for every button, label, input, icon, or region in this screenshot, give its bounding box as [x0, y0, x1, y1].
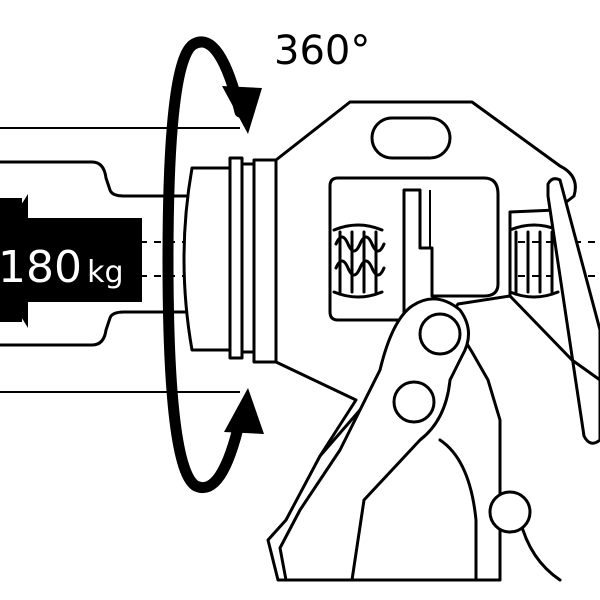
- spring-icon: [332, 223, 386, 299]
- pivot-middle: [392, 380, 436, 424]
- rotation-arrow-icon: [162, 36, 264, 493]
- rotation-label: 360°: [274, 28, 370, 74]
- spring-left: [332, 223, 386, 299]
- collar: [182, 156, 278, 364]
- rotation-arrow-head-top: [222, 86, 262, 134]
- force-arrow-icon: [0, 194, 142, 328]
- spring-icon: [508, 223, 560, 299]
- force-label: 180 kg: [0, 242, 124, 293]
- rotation-arrow-head-bottom: [224, 388, 264, 434]
- spring-right: [508, 223, 560, 299]
- lever-arm: [508, 177, 600, 582]
- force-unit: kg: [87, 255, 123, 290]
- pivot-top: [418, 312, 462, 356]
- force-value: 180: [0, 242, 82, 293]
- pivot-lower: [488, 490, 532, 534]
- link-plate: [278, 297, 532, 582]
